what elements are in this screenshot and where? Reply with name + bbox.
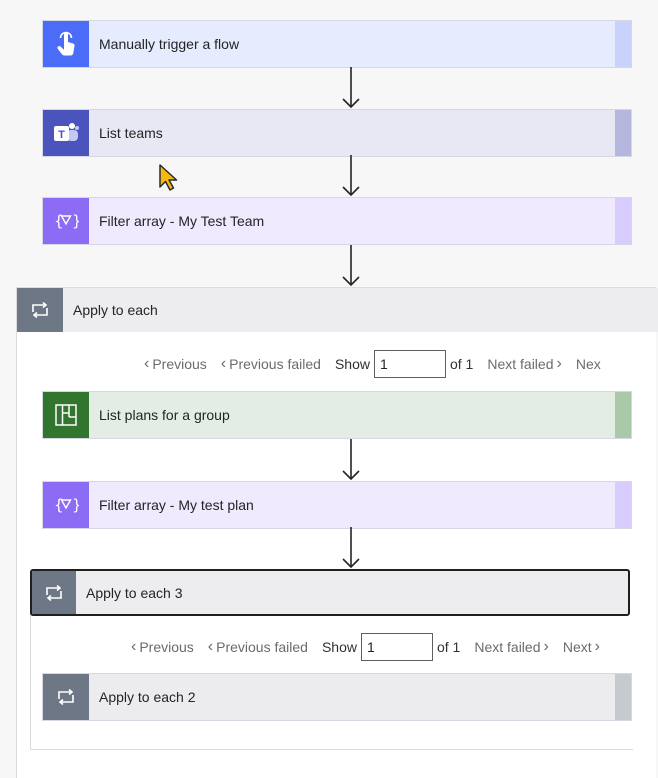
step-list-teams[interactable]: T List teams bbox=[42, 109, 632, 157]
connector-arrow-icon bbox=[342, 527, 360, 569]
step-list-plans[interactable]: List plans for a group bbox=[42, 391, 632, 439]
next-failed-label: Next failed bbox=[474, 639, 541, 655]
svg-text:}: } bbox=[72, 212, 79, 230]
next-failed-button[interactable]: Next failed › bbox=[487, 355, 561, 373]
step-label: Filter array - My test plan bbox=[99, 497, 254, 513]
previous-failed-label: Previous failed bbox=[216, 639, 308, 655]
iteration-input[interactable] bbox=[360, 633, 433, 661]
planner-icon bbox=[43, 392, 89, 438]
step-label: Manually trigger a flow bbox=[99, 36, 240, 52]
next-label: Nex bbox=[575, 356, 601, 372]
next-label: Next bbox=[562, 639, 592, 655]
svg-text:}: } bbox=[72, 496, 79, 514]
mouse-pointer-icon bbox=[159, 164, 178, 191]
iteration-total: of 1 bbox=[436, 639, 461, 655]
step-label: Filter array - My Test Team bbox=[99, 213, 265, 229]
iteration-pager: ‹ Previous ‹ Previous failed Show of 1 N… bbox=[131, 633, 614, 661]
svg-text:T: T bbox=[58, 129, 65, 141]
previous-failed-button[interactable]: ‹ Previous failed bbox=[221, 355, 321, 373]
step-edge bbox=[615, 674, 631, 720]
chevron-left-icon: ‹ bbox=[144, 355, 150, 372]
connector-arrow-icon bbox=[342, 155, 360, 197]
touch-trigger-icon bbox=[43, 21, 89, 67]
previous-label: Previous bbox=[152, 356, 207, 372]
step-edge bbox=[615, 392, 631, 438]
chevron-left-icon: ‹ bbox=[131, 638, 137, 655]
connector-arrow-icon bbox=[342, 245, 360, 287]
show-label: Show bbox=[321, 639, 357, 655]
chevron-right-icon: › bbox=[594, 638, 600, 655]
step-filter-array-plan[interactable]: { } Filter array - My test plan bbox=[42, 481, 632, 529]
chevron-left-icon: ‹ bbox=[207, 638, 214, 655]
iteration-input[interactable] bbox=[373, 350, 446, 378]
step-label: List plans for a group bbox=[99, 407, 230, 423]
chevron-right-icon: › bbox=[556, 355, 562, 372]
previous-failed-button[interactable]: ‹ Previous failed bbox=[208, 638, 308, 656]
show-label: Show bbox=[334, 356, 370, 372]
step-filter-array-team[interactable]: { } Filter array - My Test Team bbox=[42, 197, 632, 245]
loop-icon bbox=[32, 571, 76, 614]
next-failed-button[interactable]: Next failed › bbox=[474, 638, 548, 656]
filter-array-icon: { } bbox=[43, 482, 89, 528]
chevron-left-icon: ‹ bbox=[220, 355, 227, 372]
svg-text:{: { bbox=[54, 212, 64, 230]
iteration-total: of 1 bbox=[449, 356, 474, 372]
filter-array-icon: { } bbox=[43, 198, 89, 244]
next-failed-label: Next failed bbox=[487, 356, 554, 372]
loop-label: Apply to each bbox=[73, 302, 158, 318]
teams-icon: T bbox=[43, 110, 89, 156]
apply-to-each-header[interactable]: Apply to each bbox=[17, 288, 658, 332]
step-manually-trigger[interactable]: Manually trigger a flow bbox=[42, 20, 632, 68]
previous-failed-label: Previous failed bbox=[229, 356, 321, 372]
svg-text:{: { bbox=[54, 496, 64, 514]
connector-arrow-icon bbox=[342, 439, 360, 481]
next-button[interactable]: Nex bbox=[576, 356, 601, 372]
step-apply-to-each-2[interactable]: Apply to each 2 bbox=[42, 673, 632, 721]
connector-arrow-icon bbox=[342, 67, 360, 109]
step-edge bbox=[615, 21, 631, 67]
step-edge bbox=[615, 482, 631, 528]
apply-to-each-3-header[interactable]: Apply to each 3 bbox=[30, 569, 630, 616]
previous-button[interactable]: ‹ Previous bbox=[131, 638, 194, 656]
step-edge bbox=[615, 110, 631, 156]
step-label: Apply to each 2 bbox=[99, 689, 196, 705]
next-button[interactable]: Next › bbox=[563, 638, 600, 656]
loop-icon bbox=[43, 674, 89, 720]
step-label: List teams bbox=[99, 125, 163, 141]
previous-label: Previous bbox=[139, 639, 194, 655]
chevron-right-icon: › bbox=[543, 638, 549, 655]
previous-button[interactable]: ‹ Previous bbox=[144, 355, 207, 373]
step-edge bbox=[615, 198, 631, 244]
loop-label: Apply to each 3 bbox=[86, 584, 183, 601]
loop-icon bbox=[17, 288, 63, 332]
iteration-pager: ‹ Previous ‹ Previous failed Show of 1 N… bbox=[144, 350, 615, 378]
